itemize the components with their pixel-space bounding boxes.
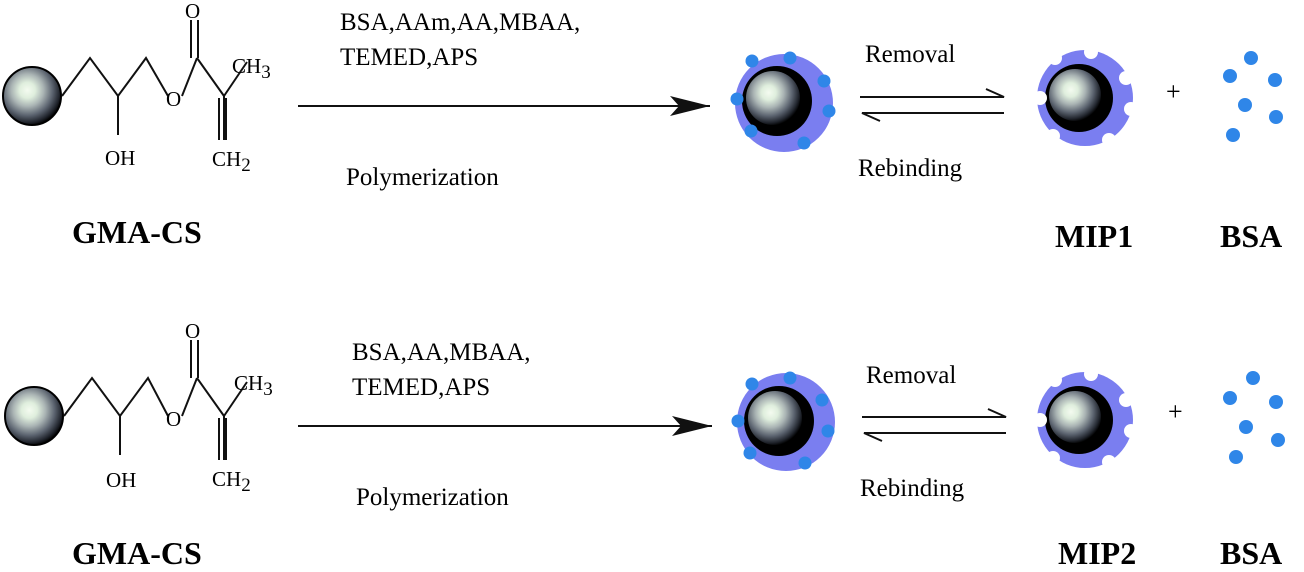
reverse-harpoon [863,432,1006,442]
template-label: BSA [1220,535,1282,571]
carbonyl-oxygen: O [185,319,200,343]
support-label: GMA-CS [72,535,202,571]
template-label: BSA [1220,218,1282,254]
gma-cs-structure-2: O O OH CH3 CH2 [4,319,273,496]
reagents-line-1: BSA,AA,MBAA, [352,339,531,366]
methylene-double-bond [218,98,227,140]
ester-oxygen: O [166,87,181,111]
carbonyl-double-bond [190,20,199,58]
mip-particle-with-cavities [1033,367,1138,469]
core-shell-bead [2,66,62,126]
plus-sign: + [1166,77,1181,106]
product-label: MIP1 [1055,218,1133,254]
mip-particle-with-cavities [1033,45,1138,147]
removal-label: Removal [865,41,955,68]
row-1: O O OH CH3 CH2 GMA-CS BSA,AAm,AA,MBAA, T… [2,0,1283,254]
imprinted-particle-with-template [731,371,835,471]
hydroxyl-label: OH [106,468,136,492]
molecule-backbone [63,376,248,460]
methyl-label: CH3 [234,371,273,400]
removal-label: Removal [866,362,956,389]
methylene-label: CH2 [212,467,251,496]
molecule-backbone [61,56,248,140]
forward-harpoon [862,408,1007,418]
gma-cs-structure-1: O O OH CH3 CH2 [2,0,271,176]
reagents-line-1: BSA,AAm,AA,MBAA, [340,9,580,36]
plus-sign: + [1168,397,1183,426]
carbonyl-double-bond [190,340,199,378]
core-shell-bead [4,386,64,446]
support-label: GMA-CS [72,214,202,250]
rebinding-label: Rebinding [858,155,963,182]
reverse-harpoon [861,112,1004,122]
rebinding-label: Rebinding [860,475,965,502]
imprinted-particle-with-template [730,51,836,152]
reagents-line-2: TEMED,APS [352,374,490,401]
product-label: MIP2 [1058,535,1136,571]
reagents-line-2: TEMED,APS [340,44,478,71]
row-2: O O OH CH3 CH2 GMA-CS BSA,AA,MBAA, TEMED… [4,319,1285,571]
free-template-molecules [1223,51,1283,142]
methylene-double-bond [218,418,227,460]
hydroxyl-label: OH [105,146,135,170]
condition-label: Polymerization [356,484,509,511]
forward-harpoon [860,88,1005,98]
carbonyl-oxygen: O [185,0,200,23]
methylene-label: CH2 [212,147,251,176]
methyl-label: CH3 [232,54,271,83]
free-template-molecules [1223,371,1285,464]
condition-label: Polymerization [346,164,499,191]
ester-oxygen: O [166,407,181,431]
